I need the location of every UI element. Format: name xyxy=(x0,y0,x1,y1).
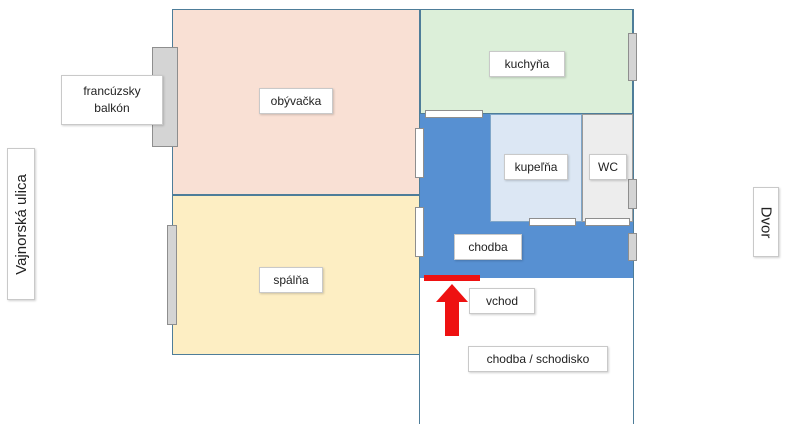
room-chodba-horizontal xyxy=(420,222,633,278)
apartment-right-wall xyxy=(633,9,634,279)
label-street-left: Vajnorská ulica xyxy=(7,148,35,300)
label-vchod: vchod xyxy=(469,288,535,314)
street-left-text: Vajnorská ulica xyxy=(12,173,30,275)
kitchen-window xyxy=(628,33,637,81)
label-wc: WC xyxy=(589,154,627,180)
label-courtyard-right: Dvor xyxy=(753,187,779,257)
courtyard-right-text: Dvor xyxy=(757,206,775,238)
label-francuzsky-balkon: francúzsky balkón xyxy=(61,75,163,125)
stair-corridor-right-wall xyxy=(633,278,634,424)
bathroom-door xyxy=(529,218,576,226)
label-chodba-schodisko: chodba / schodisko xyxy=(468,346,608,372)
corridor-window xyxy=(628,233,637,261)
entrance-arrow-icon xyxy=(436,284,468,336)
label-kuchyna: kuchyňa xyxy=(489,51,565,77)
kitchen-door xyxy=(425,110,483,118)
entrance-door xyxy=(424,275,480,281)
label-obyvacka: obývačka xyxy=(259,88,333,114)
living-room-door xyxy=(415,128,424,178)
bedroom-door xyxy=(415,207,424,257)
label-spalna: spálňa xyxy=(259,267,323,293)
wc-door xyxy=(585,218,630,226)
label-chodba: chodba xyxy=(454,234,522,260)
wc-window xyxy=(628,179,637,209)
bedroom-window xyxy=(167,225,177,325)
stair-corridor-left-wall xyxy=(419,278,420,424)
label-kupelna: kupeľňa xyxy=(504,154,568,180)
